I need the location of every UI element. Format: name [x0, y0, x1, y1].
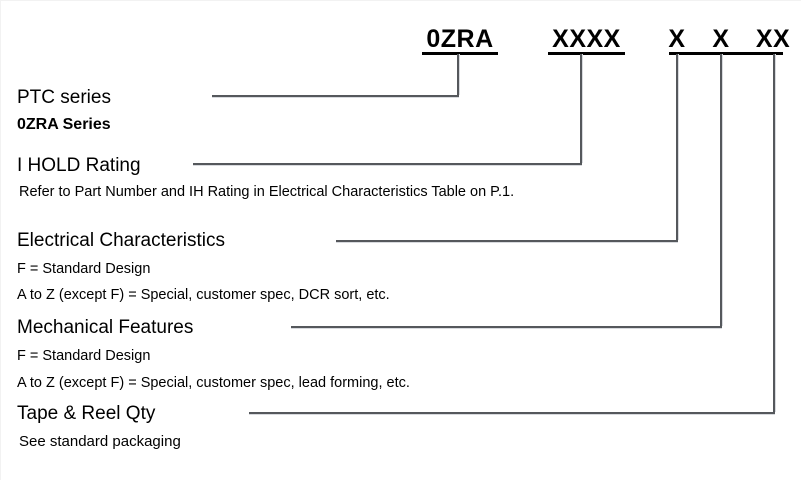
leader-vertical-tape	[773, 54, 775, 412]
code-segment-ihold-underline	[548, 52, 625, 55]
code-segment-tape-text: XX	[755, 25, 791, 53]
field-note-electrical-characteristics-0: F = Standard Design	[17, 261, 151, 277]
code-segment-suffix-underline	[669, 52, 783, 55]
leader-vertical-series	[457, 54, 459, 95]
code-segment-ihold: XXXX	[548, 27, 625, 52]
leader-horizontal-mechanical	[291, 326, 722, 328]
field-title-tape-reel-qty: Tape & Reel Qty	[17, 403, 156, 424]
code-segment-mechanical-text: X	[712, 25, 730, 53]
code-segment-series: 0ZRA	[422, 27, 498, 52]
leader-horizontal-series	[212, 95, 459, 97]
leader-vertical-electrical	[676, 54, 678, 240]
leader-vertical-mechanical	[720, 54, 722, 326]
leader-vertical-ihold	[580, 54, 582, 163]
code-segment-series-text: 0ZRA	[426, 25, 494, 53]
code-segment-tape: XX	[753, 27, 793, 52]
code-segment-electrical-text: X	[668, 25, 686, 53]
code-segment-series-underline	[422, 52, 498, 55]
leader-horizontal-electrical	[336, 240, 678, 242]
field-title-electrical-characteristics: Electrical Characteristics	[17, 230, 225, 251]
leader-horizontal-ihold	[193, 163, 582, 165]
field-note-mechanical-features-0: F = Standard Design	[17, 348, 151, 364]
field-title-ihold-rating: I HOLD Rating	[17, 155, 141, 176]
code-segment-electrical: X	[666, 27, 688, 52]
code-segment-mechanical: X	[710, 27, 732, 52]
code-segment-ihold-text: XXXX	[552, 25, 621, 53]
field-note-tape-reel-qty-0: See standard packaging	[19, 433, 181, 450]
leader-horizontal-tape	[249, 412, 775, 414]
field-title-ptc-series: PTC series	[17, 87, 111, 108]
field-note-ptc-series-0: 0ZRA Series	[17, 116, 111, 133]
field-note-mechanical-features-1: A to Z (except F) = Special, customer sp…	[17, 375, 410, 391]
field-title-mechanical-features: Mechanical Features	[17, 317, 194, 338]
field-note-electrical-characteristics-1: A to Z (except F) = Special, customer sp…	[17, 287, 390, 303]
field-note-ihold-rating-0: Refer to Part Number and IH Rating in El…	[19, 184, 515, 200]
